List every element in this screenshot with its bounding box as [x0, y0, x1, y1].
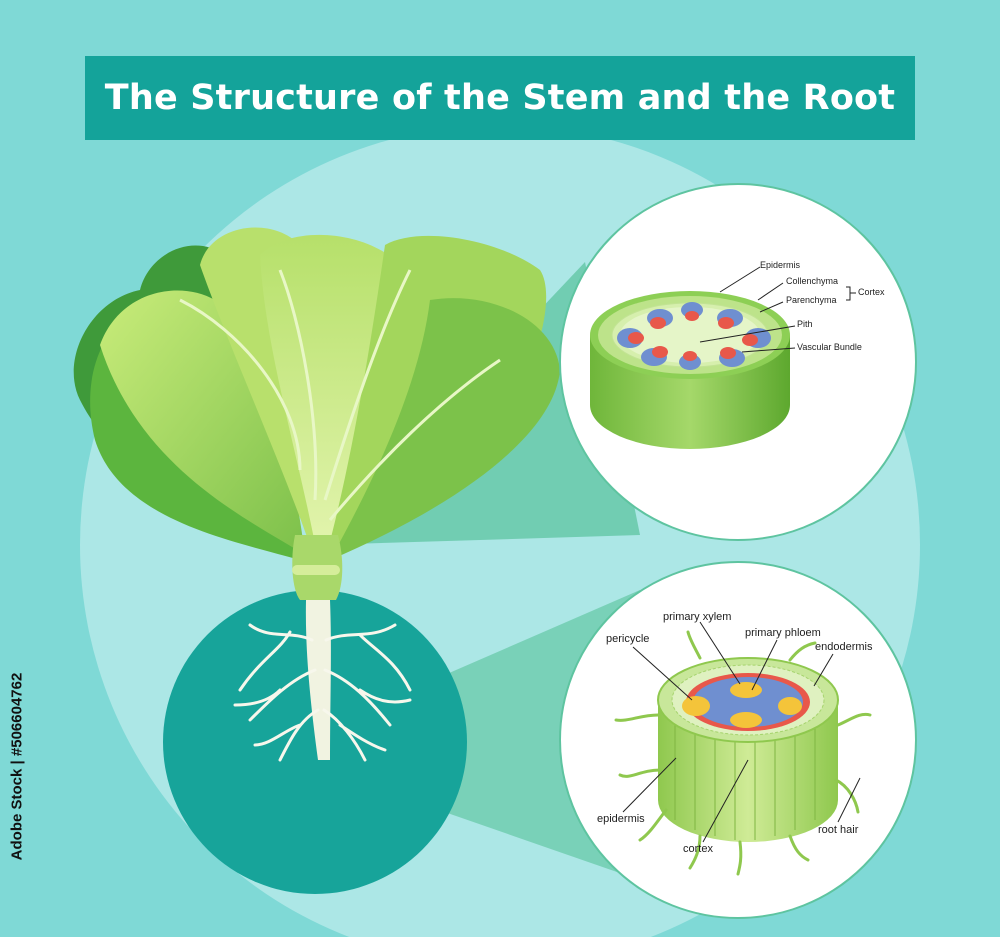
vascular-bundle	[679, 351, 701, 370]
root-label-primary-phloem: primary phloem	[745, 627, 821, 639]
page-title: The Structure of the Stem and the Root	[104, 78, 896, 118]
vascular-bundle	[617, 328, 644, 348]
root-label-primary-xylem: primary xylem	[663, 611, 732, 623]
vascular-bundle	[647, 309, 673, 329]
root-soil-circle	[163, 590, 467, 894]
root-hairs	[614, 630, 872, 876]
stem-label-epidermis: Epidermis	[760, 260, 801, 270]
vascular-bundle	[719, 347, 745, 367]
vascular-bundle	[681, 302, 703, 321]
stem-label-collenchyma: Collenchyma	[786, 276, 839, 286]
root-label-cortex: cortex	[683, 843, 713, 855]
root-cylinder	[657, 657, 839, 842]
root-label-pericycle: pericycle	[606, 633, 650, 645]
vascular-bundle	[717, 309, 743, 329]
stock-id-label: Adobe Stock | #506604762	[6, 673, 28, 861]
vascular-bundle	[641, 346, 668, 366]
title-banner: The Structure of the Stem and the Root	[85, 56, 915, 140]
vascular-bundles	[617, 302, 771, 370]
stem-label-parenchyma: Parenchyma	[786, 295, 837, 305]
root-label-epidermis: epidermis	[597, 813, 645, 825]
stem-label-pith: Pith	[797, 319, 813, 329]
stem-label-cortex: Cortex	[858, 287, 885, 297]
stem-label-vascular-bundle: Vascular Bundle	[797, 342, 862, 352]
stock-id-text: Adobe Stock | #506604762	[8, 672, 26, 861]
stem-leader-lines	[699, 266, 856, 353]
lettuce-plant	[73, 227, 560, 762]
root-label-root-hair: root hair	[818, 824, 859, 836]
root-leader-lines	[622, 621, 861, 843]
root-label-endodermis: endodermis	[815, 641, 873, 653]
